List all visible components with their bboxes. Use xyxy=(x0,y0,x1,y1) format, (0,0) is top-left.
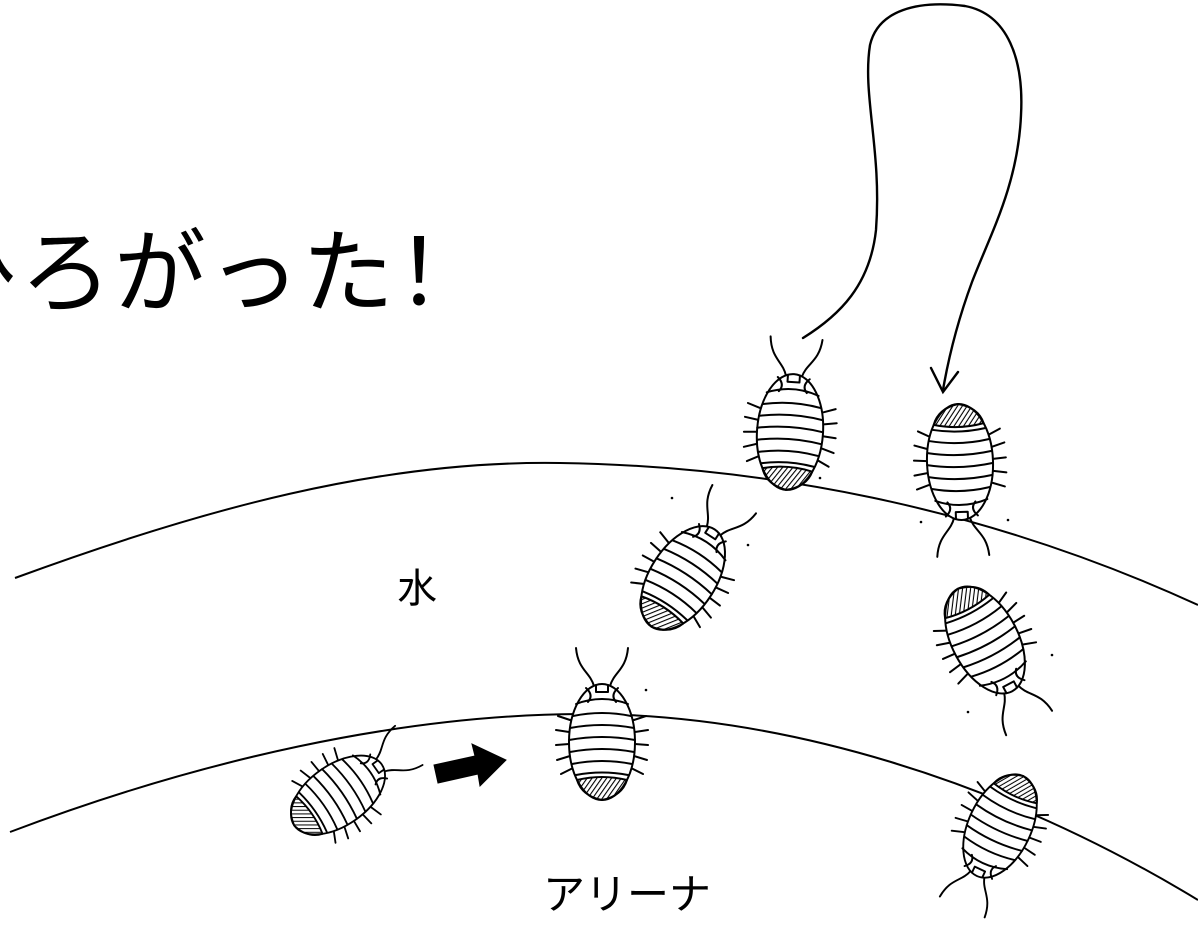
pill-bug xyxy=(916,566,1071,746)
arena-label: アリーナ xyxy=(543,870,712,919)
pill-bug xyxy=(611,473,774,653)
right-arrow-icon xyxy=(433,743,507,788)
water-label: 水 xyxy=(397,566,437,612)
curved-arrow-icon xyxy=(801,3,1023,395)
page-title: ひろがった！ xyxy=(0,220,491,327)
dust-dots xyxy=(644,476,1054,714)
pill-bug xyxy=(921,756,1064,927)
pill-bug xyxy=(739,334,844,495)
pill-bug xyxy=(911,401,1011,559)
pill-bug xyxy=(555,647,649,801)
pill-bug xyxy=(269,709,435,862)
water-upper-boundary xyxy=(14,461,1198,606)
